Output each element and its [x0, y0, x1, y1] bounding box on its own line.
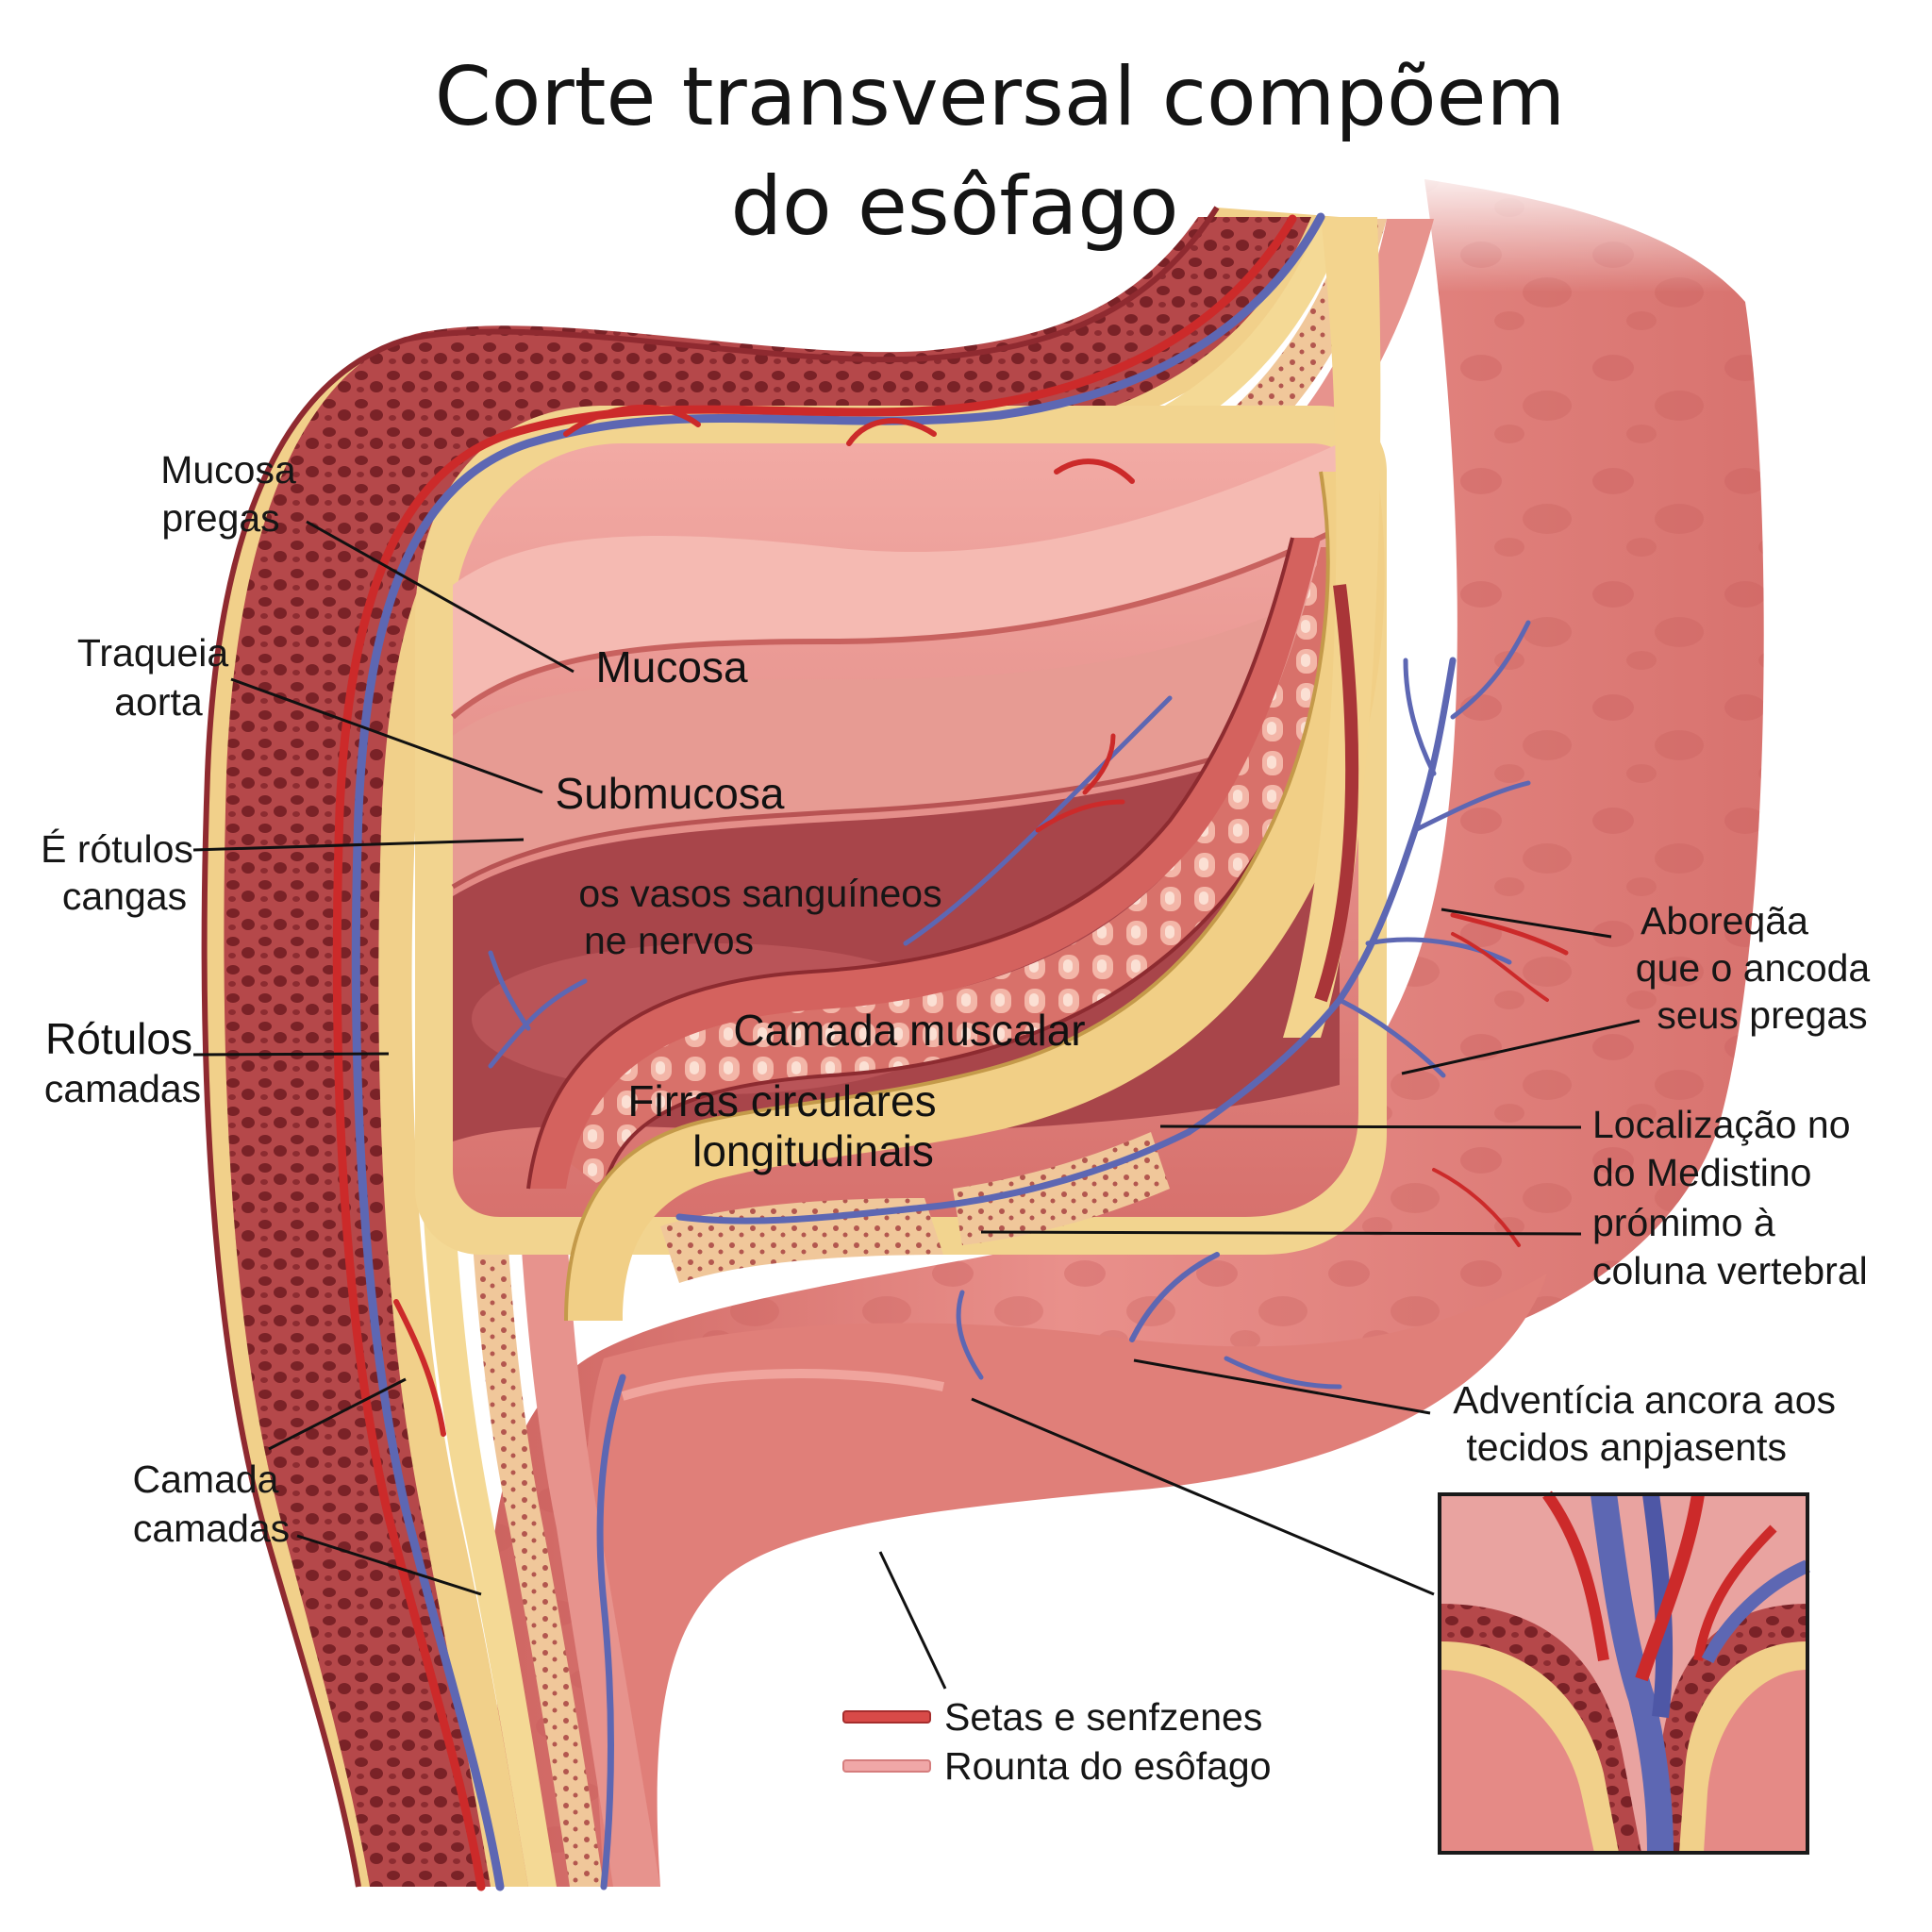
label-aboreqaa-1: Aboreqãa	[1641, 899, 1808, 942]
label-aboreqaa-3: seus pregas	[1657, 993, 1867, 1037]
label-vasos-1: os vasos sanguíneos	[578, 872, 941, 915]
label-adventicia-1: Adventícia ancora aos	[1453, 1378, 1836, 1422]
label-camada-camadas: camadas	[133, 1507, 290, 1550]
label-localizacao-3: prómimo à	[1592, 1201, 1775, 1244]
label-mucosa-pregas-2: pregas	[161, 496, 279, 540]
label-aorta: aorta	[114, 680, 203, 724]
legend: Setas e senfzenes Rounta do esôfago	[842, 1695, 1272, 1788]
label-camada: Camada	[133, 1457, 279, 1501]
label-submucosa: Submucosa	[556, 769, 785, 818]
label-mucosa: Mucosa	[595, 642, 747, 691]
label-localizacao-1: Localização no	[1592, 1103, 1851, 1146]
label-vasos-2: ne nervos	[584, 919, 754, 962]
label-cangas: cangas	[62, 874, 187, 918]
legend-label-2: Rounta do esôfago	[944, 1744, 1272, 1788]
label-rotulos-camadas: camadas	[44, 1067, 201, 1110]
inset-magnified-view	[1438, 1491, 1810, 1855]
label-camada-muscular: Camada muscalar	[733, 1006, 1085, 1055]
label-adventicia-2: tecidos anpjasents	[1466, 1425, 1787, 1469]
label-mucosa-pregas-1: Mucosa	[160, 448, 296, 491]
title-line-2: do esôfago	[730, 159, 1178, 254]
leader-lines	[192, 520, 1641, 1690]
label-traqueia: Traqueia	[77, 631, 228, 675]
label-localizacao-4: coluna vertebral	[1592, 1249, 1868, 1292]
legend-swatch-1	[842, 1710, 931, 1724]
title-line-1: Corte transversal compõem	[435, 50, 1566, 144]
legend-swatch-2	[842, 1759, 931, 1773]
legend-label-1: Setas e senfzenes	[944, 1695, 1262, 1739]
label-fibras-2: longitudinais	[692, 1126, 934, 1175]
label-fibras-1: Firras circulares	[627, 1076, 936, 1125]
blood-vessels	[332, 212, 1569, 1891]
label-localizacao-2: do Medistino	[1592, 1151, 1811, 1194]
label-e-rotulos: É rótulos	[41, 827, 193, 871]
label-rotulos: Rótulos	[45, 1014, 192, 1063]
label-aboreqaa-2: que o ancoda	[1636, 946, 1871, 990]
